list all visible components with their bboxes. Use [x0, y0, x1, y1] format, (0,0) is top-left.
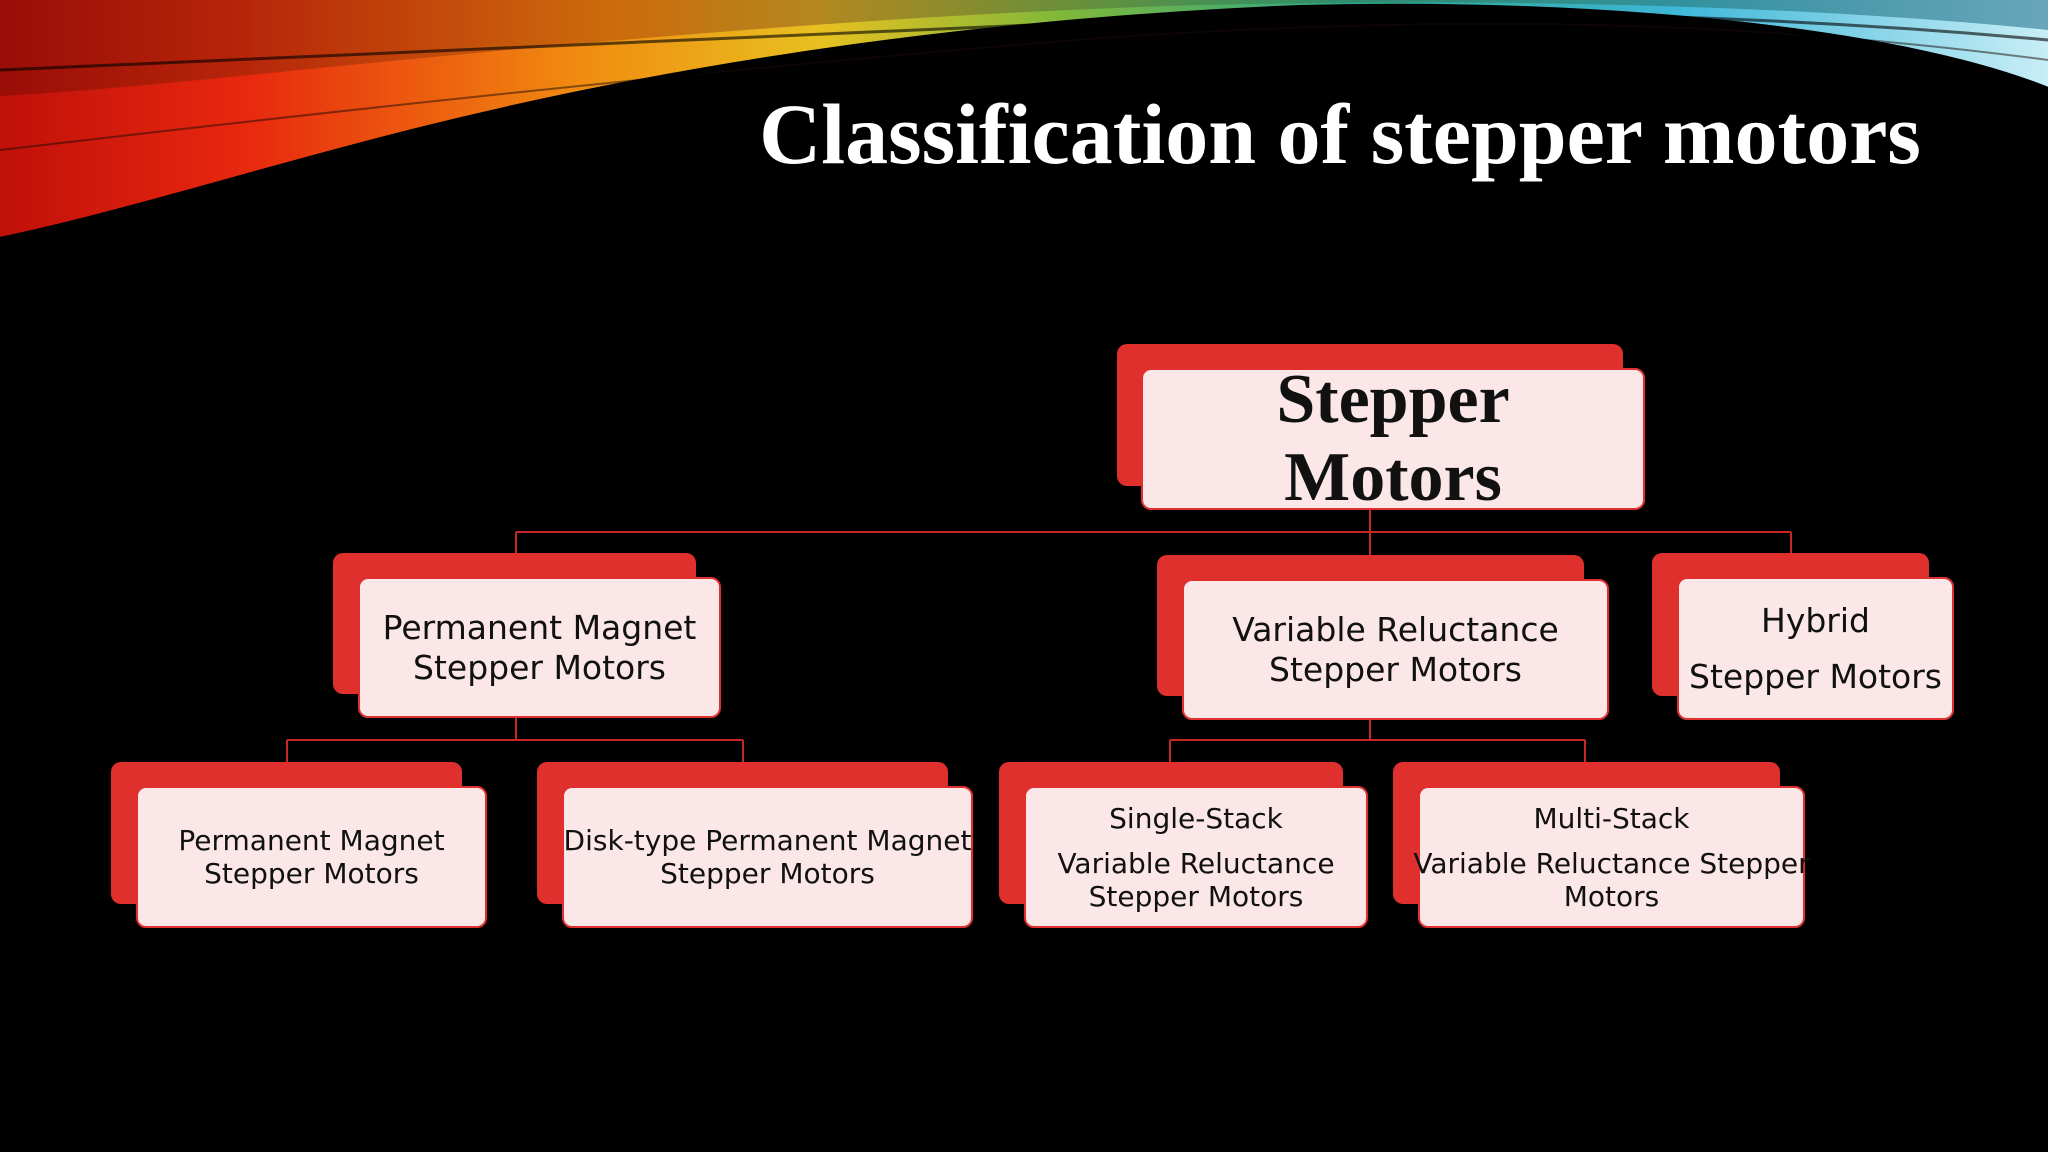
node-label-line: Stepper Motors	[1269, 649, 1522, 689]
node-face: Hybrid Stepper Motors	[1677, 577, 1954, 720]
node-permanent-magnet: Permanent Magnet Stepper Motors	[333, 553, 721, 718]
node-label-line: Permanent Magnet	[382, 607, 697, 647]
node-label-line: Permanent Magnet	[178, 824, 445, 857]
node-face: Variable Reluctance Stepper Motors	[1182, 579, 1609, 720]
node-variable-reluctance: Variable Reluctance Stepper Motors	[1157, 555, 1609, 720]
node-stepper-motors: Stepper Motors	[1117, 344, 1645, 516]
node-label-line: Variable Reluctance	[1232, 609, 1559, 649]
node-label-line: Hybrid	[1761, 600, 1870, 640]
slide-title: Classification of stepper motors	[759, 86, 1921, 182]
node-face: Stepper Motors	[1141, 361, 1645, 516]
node-label-line: Variable Reluctance Stepper	[1413, 846, 1810, 880]
node-label-line: Stepper Motors	[660, 857, 875, 890]
node-label-line: Stepper Motors	[413, 647, 666, 687]
node-face: Disk-type Permanent Magnet Stepper Motor…	[562, 786, 973, 928]
node-face: Permanent Magnet Stepper Motors	[136, 786, 487, 928]
node-label-line: Variable Reluctance	[1057, 846, 1335, 880]
node-label-line: Stepper Motors	[1689, 656, 1942, 696]
node-disk-type-pm: Disk-type Permanent Magnet Stepper Motor…	[537, 762, 973, 928]
node-label-line: Disk-type Permanent Magnet	[563, 824, 972, 857]
node-label-line: Motors	[1284, 439, 1502, 516]
node-multi-stack-vr: Multi-Stack Variable Reluctance Stepper …	[1393, 762, 1810, 928]
node-label-line: Stepper Motors	[1088, 879, 1304, 913]
node-hybrid: Hybrid Stepper Motors	[1652, 553, 1954, 720]
node-single-stack-vr: Single-Stack Variable Reluctance Stepper…	[999, 762, 1368, 928]
node-pm-sub: Permanent Magnet Stepper Motors	[111, 762, 487, 928]
node-face: Single-Stack Variable Reluctance Stepper…	[1024, 786, 1368, 928]
decorative-swoosh-banner	[0, 0, 2048, 243]
node-label-line: Single-Stack	[1109, 801, 1283, 835]
node-face: Permanent Magnet Stepper Motors	[358, 577, 721, 718]
node-label-line: Stepper	[1276, 361, 1510, 438]
node-label-line: Motors	[1563, 879, 1660, 913]
node-label-line: Stepper Motors	[204, 857, 419, 890]
node-face: Multi-Stack Variable Reluctance Stepper …	[1413, 786, 1810, 928]
node-label-line: Multi-Stack	[1533, 801, 1690, 835]
